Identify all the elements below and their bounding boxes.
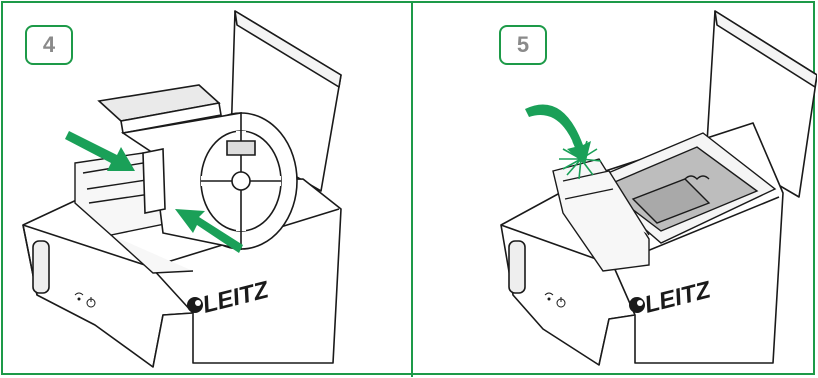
wifi-icon — [544, 292, 554, 301]
label-roll-cassette — [97, 84, 298, 250]
step-number-badge: 5 — [499, 25, 547, 65]
click-burst-icon — [559, 140, 602, 180]
leitz-logo-icon — [187, 297, 203, 313]
insert-arrow-icon — [65, 131, 243, 253]
step-4-illustration: LEITZ — [22, 10, 342, 368]
step-5-illustration: LEITZ — [500, 10, 817, 366]
step-5-panel: LEITZ 5 — [413, 3, 817, 373]
power-icon — [556, 297, 566, 308]
power-icon — [86, 297, 96, 308]
insert-arrow-icon — [525, 104, 591, 165]
wifi-icon — [74, 292, 84, 301]
step-4-panel: LEITZ 4 — [3, 3, 407, 373]
step-number-badge: 4 — [25, 25, 73, 65]
leitz-logo-icon — [629, 297, 645, 313]
panel-divider — [411, 3, 413, 377]
